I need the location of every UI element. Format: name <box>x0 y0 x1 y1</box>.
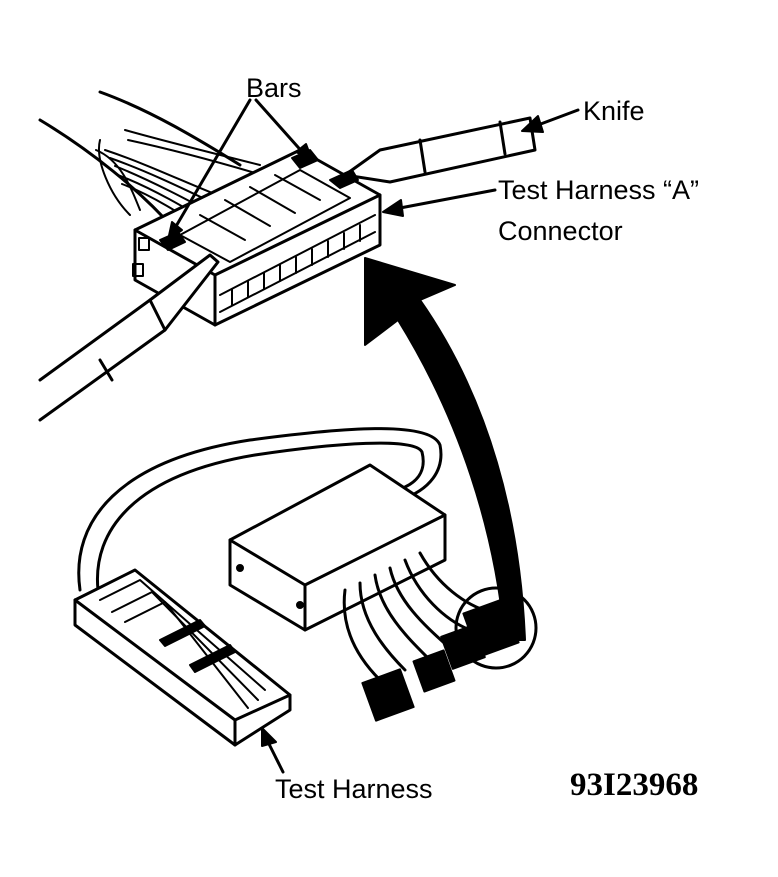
label-connector-line2: Connector <box>498 216 623 246</box>
curved-arrow <box>364 257 526 641</box>
label-knife: Knife <box>583 96 645 126</box>
bars-leader-left <box>173 98 252 230</box>
connector-arrowhead <box>382 199 404 217</box>
knife-arrowhead <box>521 115 544 133</box>
figure-id: 93I23968 <box>570 767 698 803</box>
test-harness-leader <box>265 738 285 774</box>
label-test-harness: Test Harness <box>275 774 433 804</box>
harness-pigtails <box>342 551 538 722</box>
test-harness-illustration <box>73 427 538 774</box>
knife-tool <box>329 116 537 189</box>
connector-leader <box>398 188 497 210</box>
harness-junction-box <box>228 463 447 632</box>
wire-bundle <box>95 129 263 239</box>
knife-leader <box>536 108 580 127</box>
harness-connector-block <box>73 568 292 747</box>
probe-tool <box>38 253 220 422</box>
upper-leader-lines <box>167 98 580 241</box>
bars-leader-right <box>254 98 307 157</box>
label-connector-line1: Test Harness “A” <box>498 175 699 205</box>
test-harness-arrowhead <box>261 727 277 747</box>
upper-detail-illustration <box>38 90 537 422</box>
harness-loop-cable <box>77 427 443 592</box>
label-bars: Bars <box>246 73 302 103</box>
highlight-circle <box>454 586 538 670</box>
